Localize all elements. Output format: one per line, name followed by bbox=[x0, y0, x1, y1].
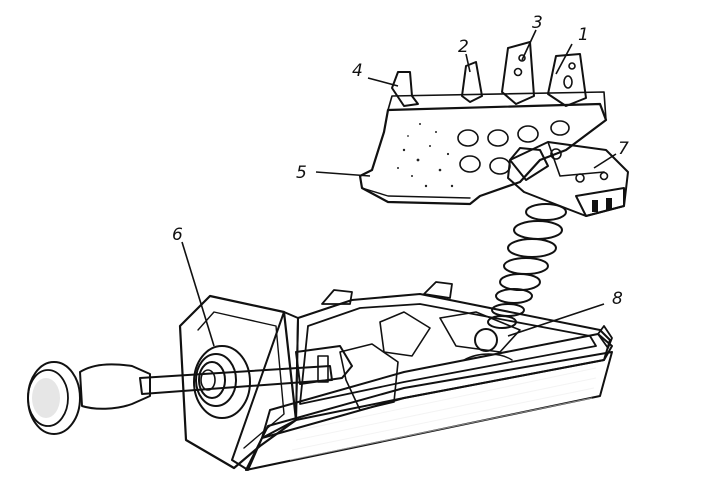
contact-plate bbox=[358, 102, 608, 206]
callout-2: 2 bbox=[458, 37, 469, 57]
callout-6: 6 bbox=[172, 225, 183, 245]
terminal-1 bbox=[547, 53, 587, 107]
callout-5: 5 bbox=[296, 163, 307, 183]
detent-ball-8 bbox=[474, 328, 498, 352]
contact-block-7 bbox=[507, 141, 629, 217]
callout-4: 4 bbox=[352, 61, 363, 81]
leader-lines bbox=[181, 29, 617, 347]
mounting-plate-6 bbox=[178, 294, 299, 471]
callout-labels: 1 2 3 4 5 6 7 8 bbox=[172, 13, 629, 309]
terminal-4 bbox=[391, 71, 419, 107]
terminal-3 bbox=[501, 41, 535, 105]
callout-8: 8 bbox=[612, 289, 623, 309]
contact-plate-assembly bbox=[358, 41, 608, 206]
callout-7: 7 bbox=[618, 139, 629, 159]
control-shaft bbox=[139, 345, 353, 395]
terminal-2 bbox=[461, 61, 483, 103]
control-knob bbox=[27, 361, 151, 435]
housing-base bbox=[245, 281, 613, 471]
callout-3: 3 bbox=[532, 13, 543, 33]
plate-holes bbox=[457, 120, 570, 175]
callout-1: 1 bbox=[578, 25, 589, 45]
